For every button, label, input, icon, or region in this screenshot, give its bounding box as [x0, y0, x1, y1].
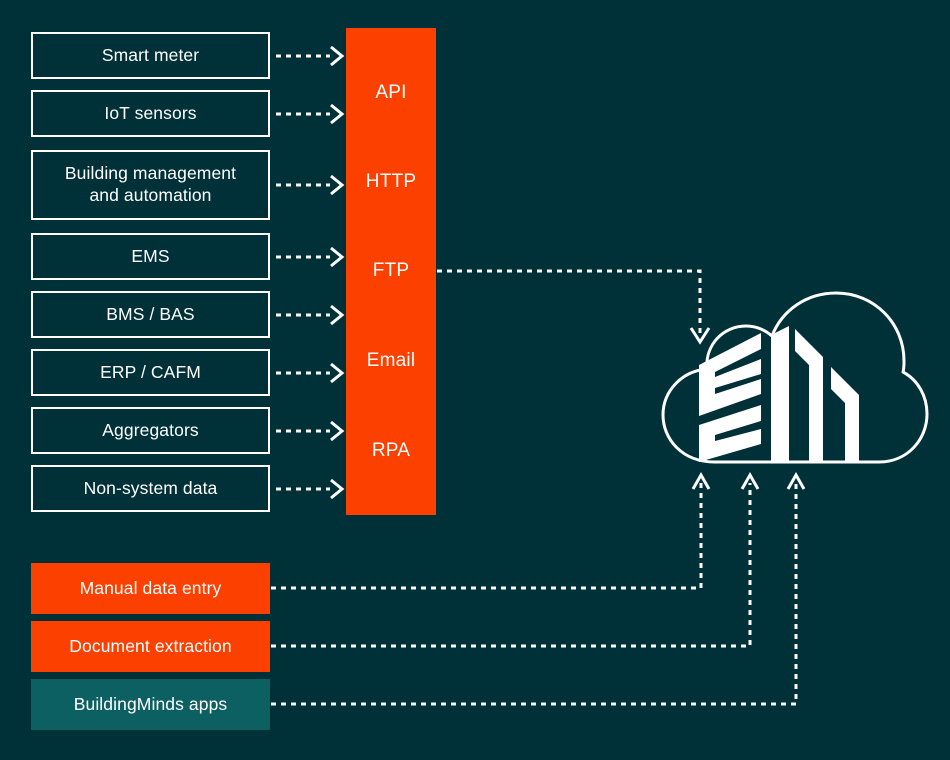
source-box-erp-cafm[interactable]: ERP / CAFM	[31, 349, 270, 396]
arrowhead-manual-data-entry	[691, 471, 711, 490]
protocol-bar: API HTTP FTP Email RPA	[346, 28, 436, 515]
input-box-buildingminds-apps[interactable]: BuildingMinds apps	[31, 679, 270, 730]
input-box-label: BuildingMinds apps	[73, 694, 228, 714]
buildingminds-bm-logo	[699, 326, 859, 462]
source-box-label: BMS / BAS	[106, 303, 195, 324]
arrowhead-ems	[330, 246, 345, 268]
protocol-label-rpa[interactable]: RPA	[371, 440, 411, 461]
arrowhead-buildingminds-apps	[786, 471, 806, 490]
protocol-label-http[interactable]: HTTP	[365, 171, 417, 192]
input-box-label: Manual data entry	[79, 578, 222, 598]
source-box-label: Non-system data	[83, 477, 218, 498]
input-box-label: Document extraction	[69, 636, 232, 656]
source-box-label: Aggregators	[102, 419, 199, 440]
source-box-smart-meter[interactable]: Smart meter	[31, 32, 270, 79]
source-box-aggregators[interactable]: Aggregators	[31, 407, 270, 454]
source-box-label: Building management and automation	[65, 163, 236, 207]
source-box-iot-sensors[interactable]: IoT sensors	[31, 90, 270, 137]
arrowhead-aggregators	[330, 420, 345, 442]
source-box-label: Smart meter	[101, 44, 200, 65]
protocol-label-api[interactable]: API	[375, 82, 407, 103]
source-box-non-system-data[interactable]: Non-system data	[31, 465, 270, 512]
input-box-manual-data-entry[interactable]: Manual data entry	[31, 563, 270, 614]
arrowhead-non-system-data	[330, 478, 345, 500]
source-box-label: ERP / CAFM	[100, 361, 201, 382]
arrowhead-smart-meter	[330, 45, 345, 67]
arrowhead-building-management	[330, 174, 345, 196]
source-box-label: IoT sensors	[104, 102, 197, 123]
protocol-label-email[interactable]: Email	[366, 350, 416, 371]
source-box-bms-bas[interactable]: BMS / BAS	[31, 291, 270, 338]
arrowhead-bms-bas	[330, 304, 345, 326]
source-box-building-management[interactable]: Building management and automation	[31, 150, 270, 220]
source-box-ems[interactable]: EMS	[31, 233, 270, 280]
source-box-label-line1: Building management	[64, 163, 237, 184]
input-box-document-extraction[interactable]: Document extraction	[31, 621, 270, 672]
connector-manual-data-entry-to-cloud	[271, 483, 703, 590]
protocol-label-ftp[interactable]: FTP	[372, 260, 410, 281]
cloud-outline	[661, 291, 929, 464]
cloud-platform[interactable]	[655, 285, 935, 475]
arrowhead-iot-sensors	[330, 103, 345, 125]
connector-buildingminds-apps-to-cloud	[271, 483, 798, 706]
connector-document-extraction-to-cloud	[271, 483, 752, 648]
arrowhead-erp-cafm	[330, 362, 345, 384]
arrowhead-document-extraction	[740, 471, 760, 490]
source-box-label: EMS	[131, 245, 170, 266]
source-box-label-line2: and automation	[89, 185, 212, 205]
